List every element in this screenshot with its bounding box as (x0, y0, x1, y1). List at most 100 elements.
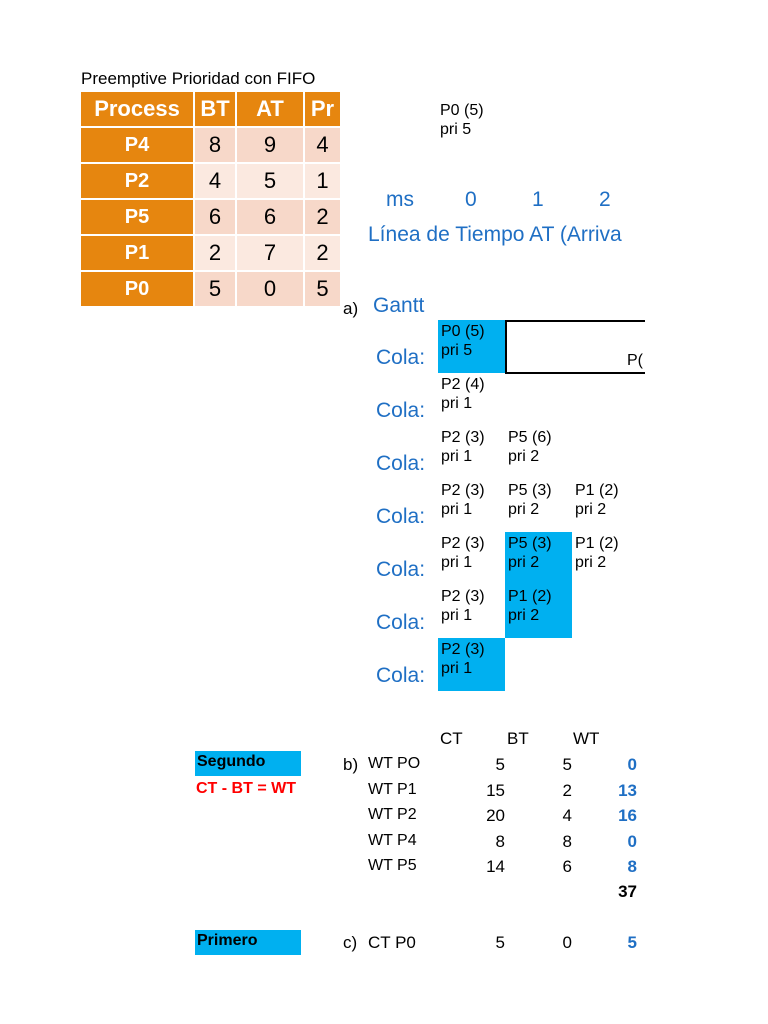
queue-cell: P0 (5) pri 5 (438, 320, 505, 373)
process-at: 9 (237, 128, 303, 162)
gantt-cut-text: P( (627, 352, 643, 369)
wt-row-wt: 13 (618, 780, 637, 800)
queue-cell: P5 (3) pri 2 (505, 532, 572, 585)
queue-cell-priority: pri 2 (508, 554, 540, 571)
top-note: P0 (5) pri 5 (440, 101, 484, 139)
wt-row-label: WT P5 (368, 857, 417, 874)
primero-label: Primero (195, 930, 301, 955)
process-pr: 2 (305, 236, 340, 270)
wt-formula: CT - BT = WT (196, 780, 296, 797)
queue-cell-priority: pri 2 (508, 501, 540, 518)
wt-row-wt: 16 (618, 806, 637, 825)
wt-total: 37 (618, 882, 637, 901)
queue-cell: P5 (6)pri 2 (505, 426, 572, 479)
queue-cell-process: P2 (4) (441, 376, 485, 393)
top-note-line2: pri 5 (440, 121, 472, 138)
queue-cell: P1 (2) pri 2 (572, 532, 639, 585)
process-bt: 5 (195, 272, 235, 306)
gantt-marker: a) (343, 299, 359, 318)
header-pr: Pr (305, 92, 340, 126)
section-c-marker: c) (343, 933, 358, 952)
queue-label: Cola: (376, 664, 426, 687)
queue-cell-process: P5 (3) (508, 535, 552, 552)
queue-cell-priority: pri 2 (575, 501, 607, 518)
queue-cell-process: P2 (3) (441, 588, 485, 605)
process-table-header: Process BT AT Pr (81, 92, 341, 126)
header-process: Process (81, 92, 193, 126)
queue-cell-priority: pri 2 (508, 607, 540, 624)
segundo-label: Segundo (195, 751, 301, 776)
queue-cell-process: P0 (5) (441, 323, 485, 340)
header-bt: BT (195, 92, 235, 126)
wt-row-ct: 8 (495, 831, 505, 851)
queue-cell-priority: pri 1 (441, 607, 473, 624)
col-header-wt: WT (573, 729, 600, 748)
queue-label: Cola: (376, 399, 426, 422)
queue-label: Cola: (376, 611, 426, 634)
timeline-tick-0: 0 (465, 188, 477, 211)
queue-cell-process: P5 (3) (508, 482, 552, 499)
wt-row-bt: 4 (562, 806, 572, 825)
process-name: P5 (81, 200, 193, 234)
process-at: 6 (237, 200, 303, 234)
wt-row-bt: 8 (562, 831, 572, 851)
queue-cell: P2 (3)pri 1 (438, 426, 505, 479)
queue-cell-process: P1 (2) (575, 535, 619, 552)
process-bt: 4 (195, 164, 235, 198)
process-bt: 8 (195, 128, 235, 162)
timeline-ms-label: ms (386, 188, 414, 211)
wt-row-label: WT PO (368, 755, 421, 772)
wt-row-label: WT P1 (368, 780, 417, 798)
timeline-label: Línea de Tiempo AT (Arriva (368, 223, 622, 246)
wt-row-label: WT P2 (368, 806, 417, 823)
wt-row-ct: 15 (486, 780, 505, 800)
queue-label: Cola: (376, 346, 426, 369)
queue-cell: P2 (3)pri 1 (438, 479, 505, 532)
gantt-label: Gantt (373, 294, 425, 317)
ct-p0-ct: 5 (495, 933, 505, 952)
queue-cell-priority: pri 1 (441, 554, 473, 571)
ct-p0-bt: 0 (562, 933, 572, 952)
process-bt: 2 (195, 236, 235, 270)
queue-cell-priority: pri 2 (575, 554, 607, 571)
process-name: P1 (81, 236, 193, 270)
queue-label: Cola: (376, 505, 426, 528)
process-name: P2 (81, 164, 193, 198)
timeline-tick-2: 2 (599, 188, 611, 211)
queue-cell-priority: pri 1 (441, 660, 473, 677)
process-bt: 6 (195, 200, 235, 234)
gantt-bar: P( (505, 320, 645, 374)
queue-cell: P2 (3)pri 1 (438, 638, 505, 691)
wt-row-bt: 5 (562, 755, 572, 774)
process-name: P4 (81, 128, 193, 162)
timeline-tick-1: 1 (532, 188, 544, 211)
queue-cell: P2 (4)pri 1 (438, 373, 505, 426)
queue-cell-priority: pri 5 (441, 342, 473, 359)
wt-row-label: WT P4 (368, 831, 417, 849)
col-header-bt: BT (507, 729, 529, 748)
queue-label: Cola: (376, 558, 426, 581)
process-at: 7 (237, 236, 303, 270)
wt-row-bt: 2 (562, 780, 572, 800)
queue-cell-process: P2 (3) (441, 482, 485, 499)
process-at: 0 (237, 272, 303, 306)
queue-cell: P5 (3) pri 2 (505, 479, 572, 532)
wt-row-wt: 0 (627, 755, 637, 774)
wt-row-ct: 14 (486, 857, 505, 876)
process-pr: 4 (305, 128, 340, 162)
queue-cell: P2 (3) pri 1 (438, 532, 505, 585)
queue-cell: P2 (3) pri 1 (438, 585, 505, 638)
wt-row-ct: 20 (486, 806, 505, 825)
process-pr: 5 (305, 272, 340, 306)
ct-p0-label: CT P0 (368, 933, 416, 952)
queue-cell-priority: pri 1 (441, 448, 473, 465)
queue-cell-process: P2 (3) (441, 535, 485, 552)
process-name: P0 (81, 272, 193, 306)
process-at: 5 (237, 164, 303, 198)
wt-row-wt: 0 (627, 831, 637, 851)
process-pr: 2 (305, 200, 340, 234)
queue-cell: P1 (2)pri 2 (505, 585, 572, 638)
